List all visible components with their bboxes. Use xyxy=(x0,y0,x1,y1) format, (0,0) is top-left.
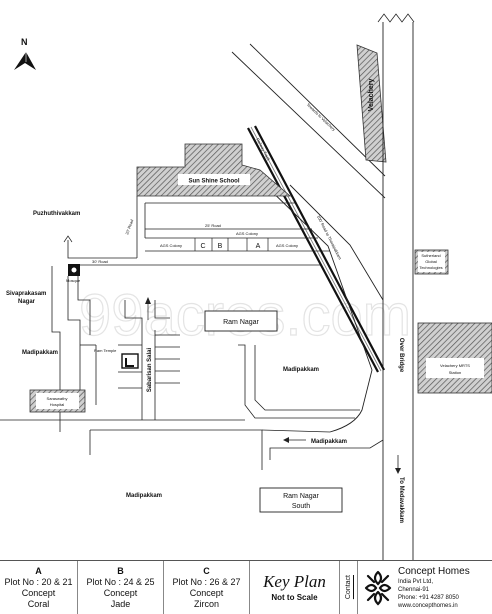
key-plan-title-cell: Key Plan Not to Scale xyxy=(250,561,340,614)
key-plan-map: 99acres.com N Towards to Velachery Velac… xyxy=(0,13,492,560)
company-name: Concept Homes xyxy=(398,565,470,577)
to-medavakkam-label: To Medavakkam xyxy=(398,477,404,523)
ram-nagar-south-label-1: Ram Nagar xyxy=(283,493,319,500)
company-line-2: Chennai-91 xyxy=(398,586,430,593)
legend-plot-c: C Plot No : 26 & 27 Concept Zircon xyxy=(164,561,250,614)
legend-a-brand: Concept xyxy=(21,587,56,598)
legend-b-plot: Plot No : 24 & 25 xyxy=(86,576,155,587)
nagar-label: Nagar xyxy=(18,299,36,305)
legend-c-key: C xyxy=(203,565,210,576)
legend-c-plot: Plot No : 26 & 27 xyxy=(172,576,241,587)
ram-nagar-south-box xyxy=(259,487,343,513)
legend-bar: A Plot No : 20 & 21 Concept Coral B Plot… xyxy=(0,560,492,614)
plot-row xyxy=(194,238,269,251)
mrts-label-1: Velachery MRTS xyxy=(440,363,470,368)
ram-nagar-south-label-2: South xyxy=(292,503,310,510)
company-cell: Concept Homes India Pvt Ltd, Chennai-91 … xyxy=(358,561,492,614)
legend-b-brand: Concept xyxy=(103,587,138,598)
legend-plot-b: B Plot No : 24 & 25 Concept Jade xyxy=(78,561,164,614)
plot-c-label: C xyxy=(200,243,205,250)
sabari-salai-label: Sabarisan Salai xyxy=(147,347,153,392)
legend-c-brand: Concept xyxy=(189,587,224,598)
sunshine-school-label: Sun Shine School xyxy=(188,179,239,185)
velachery-label: Velachery xyxy=(368,79,375,112)
key-plan-subtitle: Not to Scale xyxy=(271,593,318,602)
agr-colony-right-label: AGS Colony xyxy=(276,243,298,248)
agr-colony-left-label: AGS Colony xyxy=(160,243,182,248)
agr-colony-top-label: AGS Colony xyxy=(236,231,258,236)
saraswathy-label-1: Saraswathy xyxy=(47,396,68,401)
towards-velachery-label: Towards to Velachery xyxy=(306,102,337,132)
north-label: N xyxy=(21,37,28,47)
legend-b-key: B xyxy=(117,565,124,576)
madipakkam-3-label: Madipakkam xyxy=(126,493,162,499)
over-bridge-label: Over Bridge xyxy=(398,338,404,373)
sunshine-school-building xyxy=(136,143,292,197)
ram-temple-label: Ram Temple xyxy=(94,348,117,353)
madipakkam-road-label: Madipakkam xyxy=(311,439,347,445)
plot-a-label: A xyxy=(256,243,261,250)
legend-plot-a: A Plot No : 20 & 21 Concept Coral xyxy=(0,561,78,614)
legend-a-plot: Plot No : 20 & 21 xyxy=(4,576,73,587)
sivaprakasam-label: Sivaprakasam xyxy=(6,291,46,297)
concept-homes-logo-icon xyxy=(364,570,392,606)
company-website[interactable]: www.concepthomes.in xyxy=(398,602,458,609)
madipakkam-1-label: Madipakkam xyxy=(22,350,58,356)
road-30-a-label: 30' Road xyxy=(92,259,108,264)
road-100-label: 100' Road to Thoraipakkam xyxy=(316,214,343,260)
legend-b-name: Jade xyxy=(110,598,131,609)
legend-c-name: Zircon xyxy=(193,598,219,609)
saraswathy-label-2: Hospital xyxy=(50,402,65,407)
company-phone: Phone: +91 4287 8050 xyxy=(398,594,459,601)
ram-nagar-box xyxy=(204,310,278,332)
key-plan-title: Key Plan xyxy=(263,572,326,591)
company-line-1: India Pvt Ltd, xyxy=(398,578,434,585)
north-arrow-icon xyxy=(14,52,36,70)
road-25-label: 25' Road xyxy=(205,223,221,228)
mosque-label: Mosque xyxy=(66,278,81,283)
ram-nagar-label: Ram Nagar xyxy=(223,319,259,326)
legend-a-key: A xyxy=(35,565,42,576)
sutherland-label-3: Technologies xyxy=(419,265,442,270)
road-20-label: 20' Road xyxy=(124,219,134,236)
legend-a-name: Coral xyxy=(27,598,50,609)
puzhuthivakkam-label: Puzhuthivakkam xyxy=(33,211,80,217)
company-details: Concept Homes India Pvt Ltd, Chennai-91 … xyxy=(398,566,470,610)
plot-b-label: B xyxy=(218,243,223,250)
sutherland-label-1: Sutherland xyxy=(421,253,440,258)
velachery-building xyxy=(356,44,387,163)
madipakkam-2-label: Madipakkam xyxy=(283,367,319,373)
contact-label[interactable]: Contact xyxy=(345,575,352,600)
mrts-label-2: Station xyxy=(449,370,461,375)
street-grid xyxy=(95,334,180,405)
sutherland-label-2: Global xyxy=(425,259,437,264)
contact-cell: Contact xyxy=(340,561,358,614)
